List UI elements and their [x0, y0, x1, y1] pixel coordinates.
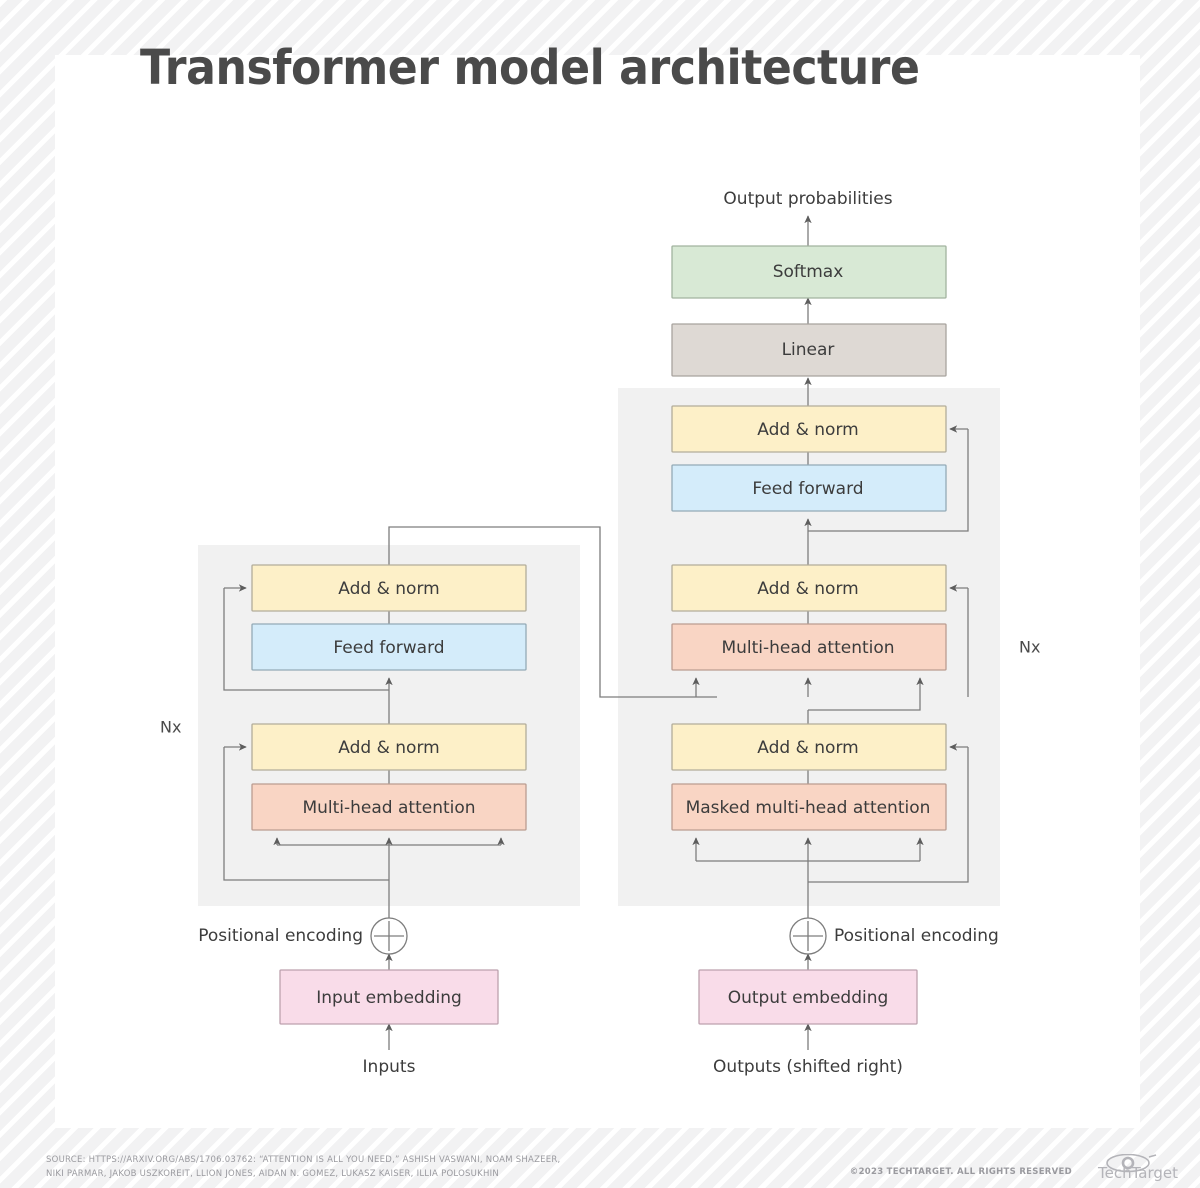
inputs-label: Inputs: [363, 1057, 416, 1077]
enc-feed-forward-box[interactable]: Feed forward: [251, 623, 527, 671]
linear-label: Linear: [782, 340, 835, 360]
output-embedding-box[interactable]: Output embedding: [698, 969, 918, 1025]
decoder-positional-encoding-label: Positional encoding: [834, 926, 999, 946]
dec-masked-multi-head-attention-box[interactable]: Masked multi-head attention: [671, 783, 947, 831]
dec-multi-head-attention-label: Multi-head attention: [721, 638, 894, 658]
dec-multi-head-attention-box[interactable]: Multi-head attention: [671, 623, 947, 671]
encoder-positional-encoding-node: [370, 917, 408, 955]
linear-box[interactable]: Linear: [671, 323, 947, 377]
enc-add-norm-1-label: Add & norm: [338, 738, 439, 758]
source-line-1: SOURCE: HTTPS://ARXIV.ORG/ABS/1706.03762…: [46, 1155, 561, 1165]
techtarget-eye-icon: [1106, 1154, 1157, 1173]
enc-add-norm-1-box[interactable]: Add & norm: [251, 723, 527, 771]
decoder-nx-label: Nx: [1019, 638, 1040, 657]
softmax-label: Softmax: [773, 262, 844, 282]
outputs-label: Outputs (shifted right): [713, 1057, 903, 1077]
input-embedding-label: Input embedding: [316, 988, 462, 1008]
encoder-positional-encoding-label: Positional encoding: [198, 926, 363, 946]
dec-add-norm-2-label: Add & norm: [757, 579, 858, 599]
dec-add-norm-2-box[interactable]: Add & norm: [671, 564, 947, 612]
output-probabilities-label: Output probabilities: [723, 189, 892, 209]
dec-add-norm-1-label: Add & norm: [757, 738, 858, 758]
enc-add-norm-2-label: Add & norm: [338, 579, 439, 599]
dec-add-norm-3-label: Add & norm: [757, 420, 858, 440]
encoder-nx-label: Nx: [160, 718, 181, 737]
enc-multi-head-attention-box[interactable]: Multi-head attention: [251, 783, 527, 831]
input-embedding-box[interactable]: Input embedding: [279, 969, 499, 1025]
dec-feed-forward-label: Feed forward: [752, 479, 863, 499]
enc-multi-head-attention-label: Multi-head attention: [302, 798, 475, 818]
source-line-2: NIKI PARMAR, JAKOB USZKOREIT, LLION JONE…: [46, 1169, 499, 1179]
techtarget-wordmark: TechTarget: [1097, 1164, 1178, 1182]
line-dec-residual-1: [808, 747, 969, 883]
footer: SOURCE: HTTPS://ARXIV.ORG/ABS/1706.03762…: [0, 1128, 1200, 1188]
decoder-positional-encoding-node: [789, 917, 827, 955]
line-enc-residual-2: [223, 588, 389, 691]
line-dec-crossattn-right-branch: [808, 697, 921, 711]
softmax-box[interactable]: Softmax: [671, 245, 947, 299]
enc-add-norm-2-box[interactable]: Add & norm: [251, 564, 527, 612]
dec-add-norm-1-box[interactable]: Add & norm: [671, 723, 947, 771]
enc-feed-forward-label: Feed forward: [333, 638, 444, 658]
dec-add-norm-3-box[interactable]: Add & norm: [671, 405, 947, 453]
dec-feed-forward-box[interactable]: Feed forward: [671, 464, 947, 512]
dec-masked-multi-head-attention-label: Masked multi-head attention: [686, 798, 931, 818]
output-embedding-label: Output embedding: [728, 988, 889, 1008]
line-dec-residual-3: [808, 429, 969, 532]
line-enc-residual-1: [223, 747, 389, 881]
copyright-text: ©2023 TECHTARGET. ALL RIGHTS RESERVED: [849, 1167, 1072, 1177]
page-title: Transformer model architecture: [140, 40, 920, 96]
line-encoder-output-to-decoder: [388, 526, 717, 698]
